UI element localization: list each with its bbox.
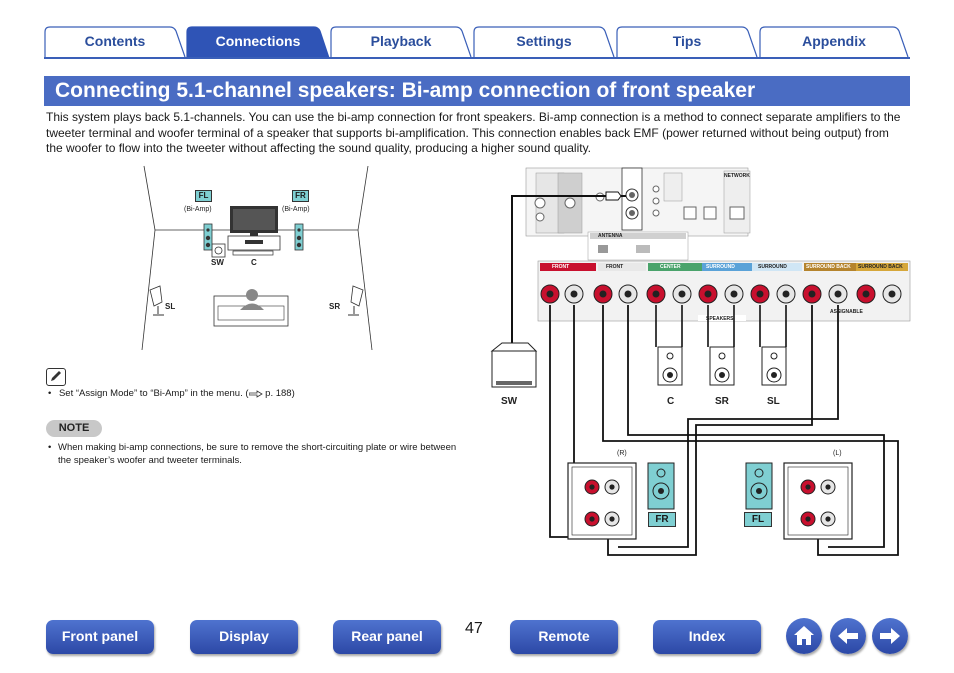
tip-bullet: • <box>48 388 52 399</box>
tab-settings-label: Settings <box>516 33 572 49</box>
terminal-surround-back-left-label: SURROUND BACK <box>806 264 851 270</box>
tab-underline <box>44 57 910 59</box>
wiring-fl-label: FL <box>744 512 772 527</box>
room-sw-label: SW <box>211 258 224 267</box>
front-panel-button[interactable]: Front panel <box>46 620 154 654</box>
intro-text: This system plays back 5.1-channels. You… <box>46 110 901 155</box>
room-sl-label: SL <box>165 302 176 311</box>
terminal-surround-back-right-label: SURROUND BACK <box>858 264 903 270</box>
room-fl-label: FL <box>195 190 212 202</box>
speaker-terminals <box>540 284 902 304</box>
tab-contents-label: Contents <box>84 33 146 49</box>
page-title-bar: Connecting 5.1-channel speakers: Bi-amp … <box>44 76 910 106</box>
page-number: 47 <box>465 620 483 637</box>
note-badge: NOTE <box>46 420 102 437</box>
front-panel-label: Front panel <box>61 628 139 644</box>
terminal-surround-right-label: SURROUND <box>758 264 787 270</box>
tab-settings[interactable]: Settings <box>473 26 615 58</box>
remote-label: Remote <box>538 628 590 644</box>
wiring-sw-label: SW <box>501 396 518 407</box>
wiring-c-label: C <box>667 396 675 407</box>
wiring-r-label: (R) <box>617 450 627 457</box>
assignable-label: ASSIGNABLE <box>830 309 863 315</box>
tab-tips[interactable]: Tips <box>616 26 758 58</box>
forward-button[interactable] <box>872 618 908 654</box>
back-button[interactable] <box>830 618 866 654</box>
terminal-front-left-label: FRONT <box>552 264 570 270</box>
tip-item: • Set “Assign Mode” to “Bi-Amp” in the m… <box>48 388 295 399</box>
reference-hand-icon <box>248 389 263 399</box>
speakers-panel-label: SPEAKERS <box>706 316 734 322</box>
tab-appendix-label: Appendix <box>802 33 866 49</box>
terminal-front-right-label: FRONT <box>606 264 624 270</box>
tab-playback[interactable]: Playback <box>330 26 472 58</box>
tab-connections-label: Connections <box>215 33 301 49</box>
tip-page-link[interactable]: p. 188 <box>265 388 292 399</box>
tab-contents[interactable]: Contents <box>44 26 186 58</box>
terminal-surround-left-label: SURROUND <box>706 264 735 270</box>
room-sr-label: SR <box>329 302 341 311</box>
room-c-label: C <box>251 258 257 267</box>
index-label: Index <box>688 628 726 644</box>
tab-tips-label: Tips <box>672 33 702 49</box>
terminal-center-label: CENTER <box>660 264 681 270</box>
home-button[interactable] <box>786 618 822 654</box>
index-button[interactable]: Index <box>653 620 761 654</box>
antenna-label: ANTENNA <box>598 233 623 239</box>
note-text: When making bi-amp connections, be sure … <box>58 442 457 466</box>
wiring-l-label: (L) <box>833 450 842 457</box>
tab-appendix[interactable]: Appendix <box>759 26 909 58</box>
display-label: Display <box>219 628 269 644</box>
wiring-sl-label: SL <box>767 396 780 407</box>
forward-arrow-icon <box>880 628 900 644</box>
intro-paragraph: This system plays back 5.1-channels. You… <box>46 110 906 157</box>
tab-playback-label: Playback <box>370 33 432 49</box>
network-label: NETWORK <box>724 173 750 179</box>
pencil-icon <box>46 368 66 386</box>
room-layout-diagram <box>141 165 373 351</box>
remote-button[interactable]: Remote <box>510 620 618 654</box>
rear-panel-button[interactable]: Rear panel <box>333 620 441 654</box>
home-icon <box>794 626 814 645</box>
room-fr-label: FR <box>292 190 309 202</box>
wiring-fr-label: FR <box>648 512 676 527</box>
page-title: Connecting 5.1-channel speakers: Bi-amp … <box>55 79 756 102</box>
back-arrow-icon <box>838 628 858 644</box>
room-biamp-right: (Bi-Amp) <box>282 206 310 213</box>
tip-text: Set “Assign Mode” to “Bi-Amp” in the men… <box>58 388 243 399</box>
wiring-diagram <box>490 167 911 556</box>
room-biamp-left: (Bi-Amp) <box>184 206 212 213</box>
display-button[interactable]: Display <box>190 620 298 654</box>
rear-panel-label: Rear panel <box>351 628 423 644</box>
note-item: • When making bi-amp connections, be sur… <box>48 441 460 467</box>
tab-connections[interactable]: Connections <box>186 26 330 58</box>
wiring-sr-label: SR <box>715 396 729 407</box>
note-bullet: • <box>48 442 52 453</box>
